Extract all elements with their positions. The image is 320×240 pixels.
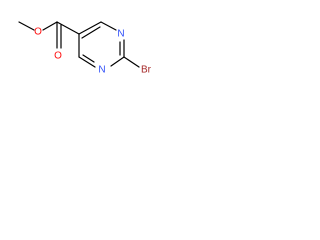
bond-ring-n3-c4-inner xyxy=(82,54,95,63)
atom-o-carbonyl: O xyxy=(54,51,62,62)
bond-oester-carbonylc xyxy=(42,21,58,31)
molecule-diagram: O O N N Br xyxy=(18,21,152,76)
bond-ring-c6-c6-inner xyxy=(81,26,101,39)
bond-ring-n3-c4 xyxy=(78,56,96,68)
atom-n-bottom-label: N xyxy=(98,65,105,76)
atom-o-ester-label: O xyxy=(34,27,42,38)
atom-n-top-label: N xyxy=(117,29,124,40)
atom-labels: O O N N Br xyxy=(34,27,152,76)
bond-carbonylc-ring xyxy=(56,21,80,35)
atom-n-bottom: N xyxy=(98,65,105,76)
bond-ring-c5-c6 xyxy=(78,21,102,35)
atom-br-label: Br xyxy=(141,65,152,76)
atom-br: Br xyxy=(141,65,152,76)
atom-o-carbonyl-label: O xyxy=(54,51,62,62)
bond-methyl-oester xyxy=(18,21,35,31)
bond-ring-c2-n3 xyxy=(110,56,125,67)
bond-ring-c6-n1 xyxy=(100,21,117,31)
bond-c2-br xyxy=(123,56,140,68)
structure-canvas: O O N N Br xyxy=(0,0,162,120)
bonds xyxy=(18,21,140,68)
atom-o-ester: O xyxy=(34,27,42,38)
atom-n-top: N xyxy=(117,29,124,40)
